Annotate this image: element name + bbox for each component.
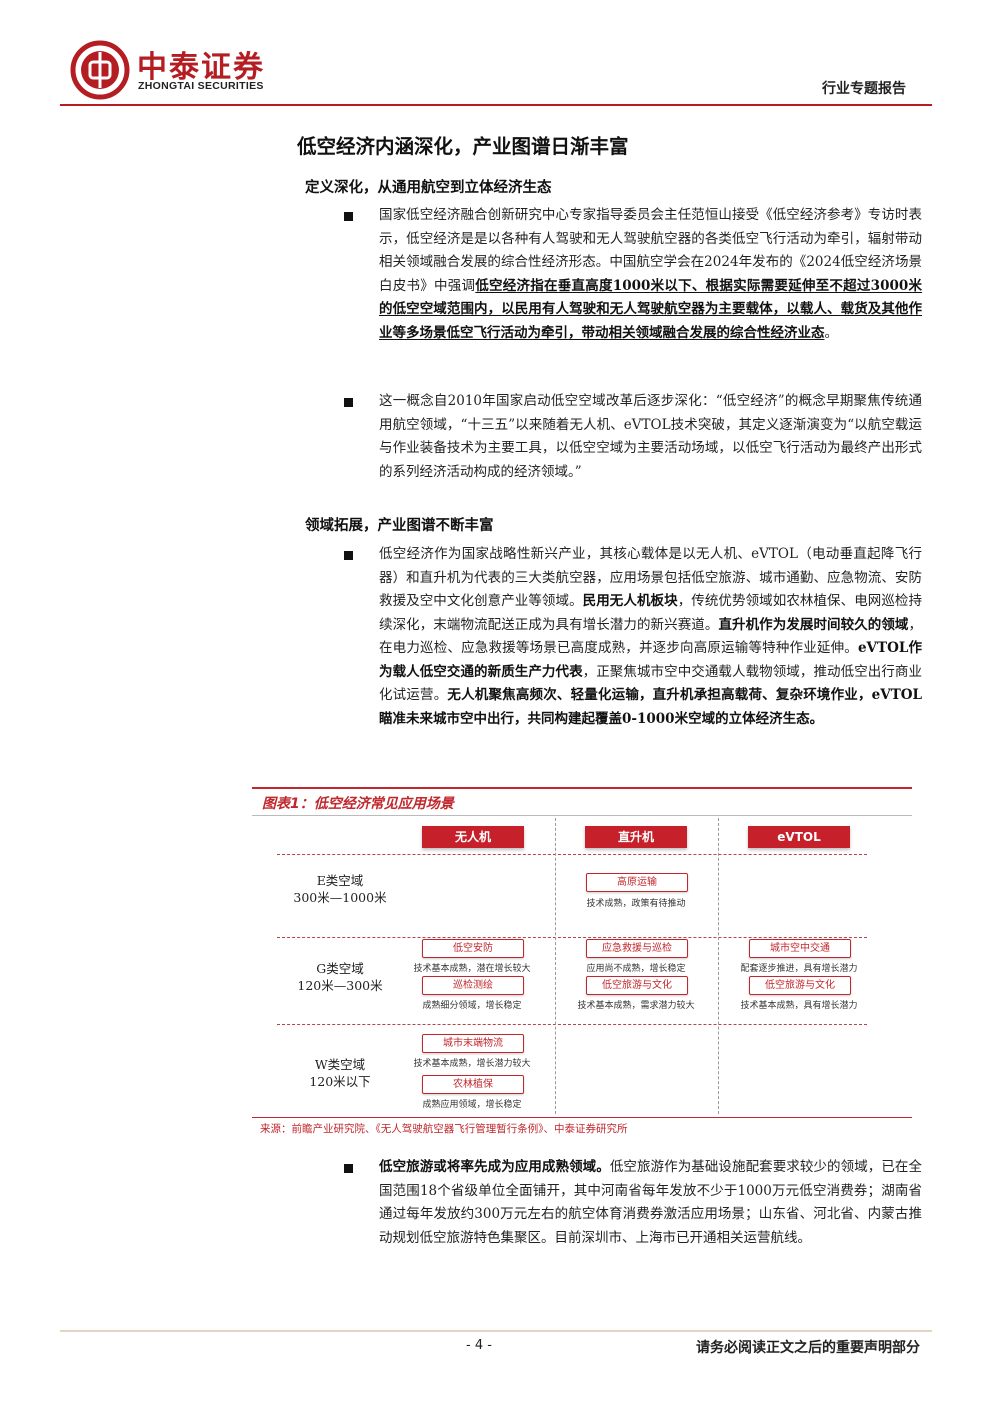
figure-bottom-rule xyxy=(252,1117,912,1118)
bullet-icon xyxy=(344,1164,353,1173)
row-label-line: E类空域 xyxy=(316,873,364,888)
paragraph-text: 低空旅游作为基础设施配套要求较少的领域，已在全国范围18个省级单位全面铺开，其中… xyxy=(379,1159,923,1246)
column-divider xyxy=(555,818,556,1114)
brand-name-cn: 中泰证券 xyxy=(137,50,265,85)
tag-urban-last-mile-logistics: 城市末端物流 xyxy=(422,1034,524,1053)
paragraph-text: 低空经济作为国家战略性新兴产业，其核心载体是以无人机、eVTOL（电动垂直起降飞… xyxy=(379,546,922,609)
figure-top-rule xyxy=(252,787,912,789)
paragraph-evolution: 这一概念自2010年国家启动低空空域改革后逐步深化：“低空经济”的概念早期聚焦传… xyxy=(379,393,922,480)
bullet-icon xyxy=(344,212,353,221)
row-label-w-airspace: W类空域 120米以下 xyxy=(280,1056,400,1090)
row-divider xyxy=(277,937,867,938)
paragraph-text: 。 xyxy=(824,324,839,341)
tag-note: 配套逐步推进，具有增长潜力 xyxy=(740,964,858,974)
row-divider xyxy=(277,1024,867,1025)
tag-note: 技术基本成熟，具有增长潜力 xyxy=(740,1001,858,1011)
column-divider xyxy=(718,818,719,1114)
tag-note: 技术基本成熟，增长潜力较大 xyxy=(413,1059,531,1069)
tag-note: 技术基本成熟，需求潜力较大 xyxy=(577,1001,695,1011)
report-type-label: 行业专题报告 xyxy=(822,81,906,97)
row-label-line: 120米—300米 xyxy=(297,978,383,993)
tag-emergency-rescue: 应急救援与巡检 xyxy=(586,939,688,958)
bold-phrase: 低空旅游或将率先成为应用成熟领域。 xyxy=(379,1159,610,1175)
bold-phrase: 直升机作为发展时间较久的领域 xyxy=(718,616,909,633)
section-title: 低空经济内涵深化，产业图谱日渐丰富 xyxy=(297,135,629,158)
row-label-line: G类空域 xyxy=(316,961,364,976)
figure-source: 来源：前瞻产业研究院、《无人驾驶航空器飞行管理暂行条例》、中泰证券研究所 xyxy=(260,1123,628,1135)
tag-note: 技术成熟，政策有待推动 xyxy=(586,899,686,909)
tag-note: 成熟细分领域，增长稳定 xyxy=(422,1001,522,1011)
emphasized-definition: 低空经济指在垂直高度1000米以下、根据实际需要延伸至不超过3000米的低空空域… xyxy=(379,277,923,341)
paragraph-text: ，正聚焦城市空中交通载人载物领域，推动低空出行商业化试运营。 xyxy=(379,663,923,704)
tag-plateau-transport: 高原运输 xyxy=(586,873,688,892)
page-number: - 4 - xyxy=(466,1338,492,1353)
company-logo xyxy=(70,40,130,100)
column-header-drone: 无人机 xyxy=(422,826,524,848)
paragraph-industry-map: 低空经济作为国家战略性新兴产业，其核心载体是以无人机、eVTOL（电动垂直起降飞… xyxy=(379,543,922,731)
tag-note: 应用尚不成熟，增长稳定 xyxy=(586,964,686,974)
tag-inspection-mapping: 巡检测绘 xyxy=(422,976,524,995)
paragraph-text: 国家低空经济融合创新研究中心专家指导委员会主任范恒山接受《低空经济参考》专访时表… xyxy=(379,207,922,294)
tag-note: 技术基本成熟，潜在增长较大 xyxy=(413,964,531,974)
tag-tourism-culture: 低空旅游与文化 xyxy=(749,976,851,995)
row-label-line: 300米—1000米 xyxy=(293,890,387,905)
tag-urban-air-mobility: 城市空中交通 xyxy=(749,939,851,958)
row-label-line: 120米以下 xyxy=(309,1074,371,1089)
bullet-icon xyxy=(344,398,353,407)
paragraph-low-altitude-tourism: 低空旅游或将率先成为应用成熟领域。低空旅游作为基础设施配套要求较少的领域，已在全… xyxy=(379,1156,922,1250)
tag-note: 成熟应用领域，增长稳定 xyxy=(422,1100,522,1110)
figure-title-rule xyxy=(252,815,912,816)
row-label-e-airspace: E类空域 300米—1000米 xyxy=(280,872,400,906)
tag-agri-forestry-protection: 农林植保 xyxy=(422,1075,524,1094)
subheading-expansion: 领域拓展，产业图谱不断丰富 xyxy=(305,517,494,534)
paragraph-text: ，在电力巡检、应急救援等场景已高度成熟，并逐步向高原运输等特种作业延伸。 xyxy=(379,616,923,657)
figure-title: 图表1：低空经济常见应用场景 xyxy=(262,796,454,812)
bullet-icon xyxy=(344,551,353,560)
bold-phrase: 无人机聚焦高频次、轻量化运输，直升机承担高载荷、复杂环境作业，eVTOL瞄准未来… xyxy=(379,687,922,727)
disclaimer-notice: 请务必阅读正文之后的重要声明部分 xyxy=(696,1340,920,1356)
footer-divider xyxy=(60,1330,932,1332)
brand-name-en: ZHONGTAI SECURITIES xyxy=(138,80,264,92)
subheading-definition: 定义深化，从通用航空到立体经济生态 xyxy=(305,179,552,196)
row-label-line: W类空域 xyxy=(314,1057,366,1072)
bold-phrase: 民用无人机板块 xyxy=(582,593,678,609)
bold-phrase: eVTOL作为载人低空交通的新质生产力代表 xyxy=(379,640,922,680)
tag-low-altitude-security: 低空安防 xyxy=(422,939,524,958)
paragraph-text: ，传统优势领域如农林植保、电网巡检持续深化，末端物流配送正成为具有增长潜力的新兴… xyxy=(379,593,923,633)
tag-tourism-culture: 低空旅游与文化 xyxy=(586,976,688,995)
row-divider xyxy=(277,854,867,855)
column-header-evtol: eVTOL xyxy=(748,826,850,848)
column-header-helicopter: 直升机 xyxy=(585,826,687,848)
row-label-g-airspace: G类空域 120米—300米 xyxy=(280,960,400,994)
paragraph-definition: 国家低空经济融合创新研究中心专家指导委员会主任范恒山接受《低空经济参考》专访时表… xyxy=(379,204,922,345)
header-divider xyxy=(60,104,932,106)
